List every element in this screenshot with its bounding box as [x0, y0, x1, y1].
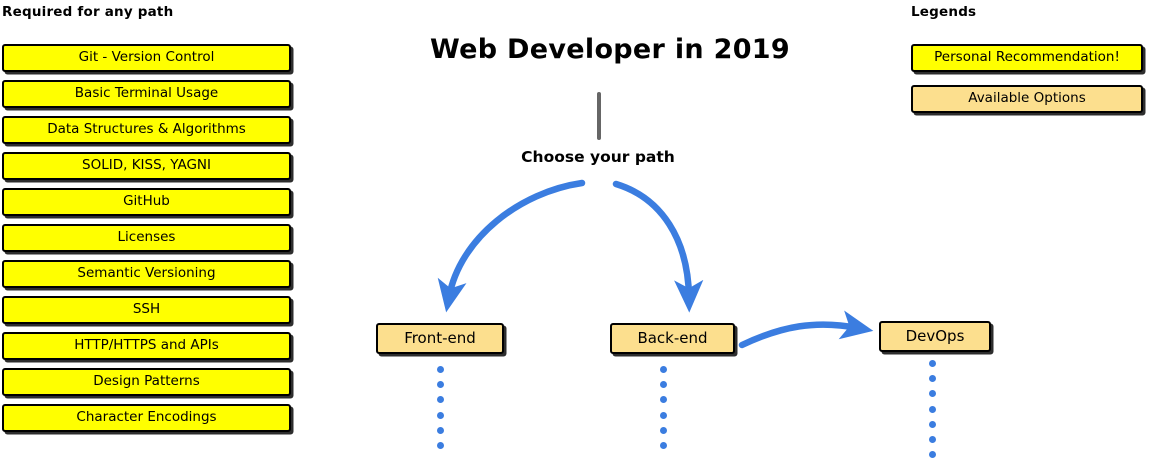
dotted-rail-backend: [660, 366, 667, 460]
rail-dot: [437, 381, 444, 389]
rail-dot: [437, 442, 444, 449]
rail-dot: [929, 405, 936, 413]
required-item[interactable]: Licenses: [2, 224, 291, 252]
required-item[interactable]: SOLID, KISS, YAGNI: [2, 152, 291, 180]
path-box-backend[interactable]: Back-end: [610, 323, 735, 354]
rail-dot: [660, 411, 667, 419]
rail-dot: [437, 426, 444, 434]
path-box-devops[interactable]: DevOps: [879, 321, 991, 352]
rail-dot: [929, 375, 936, 383]
rail-dot: [437, 366, 444, 373]
arrow-decision-to-frontend: [437, 179, 586, 313]
rail-dot: [437, 396, 444, 404]
page-title: Web Developer in 2019: [430, 34, 790, 65]
required-item[interactable]: SSH: [2, 296, 291, 324]
rail-dot: [660, 442, 667, 449]
rail-dot: [929, 360, 936, 367]
rail-dot: [660, 366, 667, 373]
legend-item-personal-recommendation: Personal Recommendation!: [911, 44, 1143, 72]
required-item[interactable]: HTTP/HTTPS and APIs: [2, 332, 291, 360]
rail-dot: [660, 381, 667, 389]
rail-dot: [929, 390, 936, 398]
required-item[interactable]: Git - Version Control: [2, 44, 291, 72]
arrow-decision-to-backend: [612, 180, 704, 313]
required-item[interactable]: Semantic Versioning: [2, 260, 291, 288]
legend-item-available-options: Available Options: [911, 85, 1143, 113]
arrow-backend-to-devops: [738, 310, 874, 349]
choose-path-label: Choose your path: [521, 148, 675, 166]
required-item[interactable]: Data Structures & Algorithms: [2, 116, 291, 144]
required-section-heading: Required for any path: [2, 4, 174, 20]
path-box-frontend[interactable]: Front-end: [376, 323, 504, 354]
root-stem-connector: [597, 92, 601, 140]
rail-dot: [929, 420, 936, 428]
rail-dot: [929, 451, 936, 459]
required-item[interactable]: Character Encodings: [2, 404, 291, 432]
dotted-rail-frontend: [437, 366, 444, 460]
rail-dot: [929, 436, 936, 443]
dotted-rail-devops: [929, 360, 936, 460]
legends-section-heading: Legends: [911, 4, 977, 20]
rail-dot: [437, 411, 444, 419]
required-item[interactable]: Basic Terminal Usage: [2, 80, 291, 108]
required-item[interactable]: Design Patterns: [2, 368, 291, 396]
rail-dot: [660, 396, 667, 404]
required-item[interactable]: GitHub: [2, 188, 291, 216]
rail-dot: [660, 426, 667, 434]
